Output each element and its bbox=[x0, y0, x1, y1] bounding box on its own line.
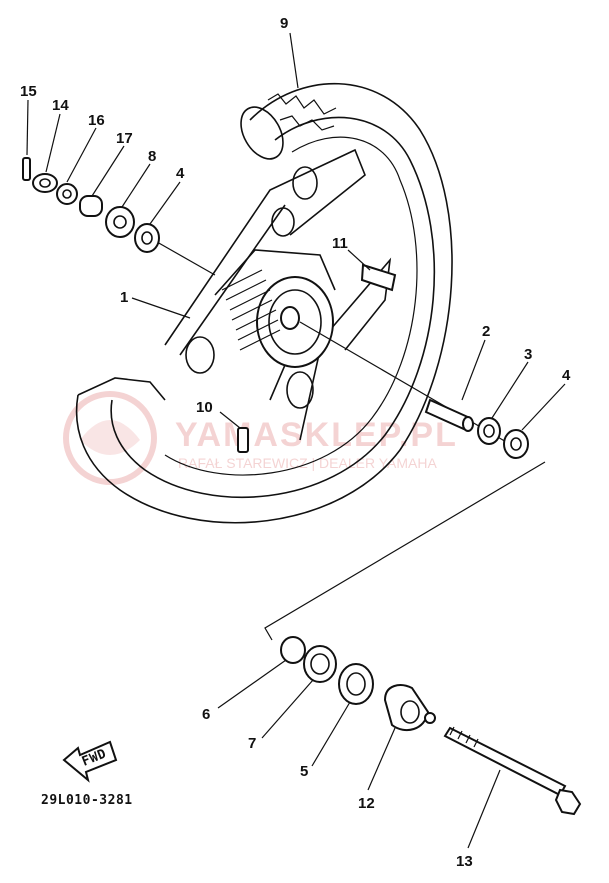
oil-seal-4-right bbox=[503, 429, 529, 459]
axle-13 bbox=[443, 726, 582, 816]
pin-15 bbox=[22, 157, 31, 181]
callout-1: 1 bbox=[120, 289, 128, 306]
diagram-code: 29L010-3281 bbox=[41, 793, 133, 808]
nut-14 bbox=[32, 173, 58, 193]
callout-10: 10 bbox=[196, 399, 213, 416]
watermark-brand: YAMASKLEP.PL bbox=[175, 416, 458, 454]
callout-2: 2 bbox=[482, 323, 490, 340]
gear-unit-12 bbox=[383, 684, 436, 732]
watermark: YAMASKLEP.PL RAFAŁ STAREWICZ | DEALER YA… bbox=[63, 391, 458, 485]
callout-lines bbox=[26, 32, 566, 849]
callout-8: 8 bbox=[148, 148, 156, 165]
tire bbox=[75, 82, 453, 524]
left-axle-line bbox=[149, 237, 216, 276]
collar-17 bbox=[79, 195, 103, 217]
bearing-8 bbox=[105, 206, 135, 238]
valve-10 bbox=[237, 427, 249, 453]
callout-6: 6 bbox=[202, 706, 210, 723]
watermark-tagline: RAFAŁ STAREWICZ | DEALER YAMAHA bbox=[178, 455, 437, 471]
washer-16 bbox=[56, 183, 78, 205]
callout-9: 9 bbox=[280, 15, 288, 32]
callout-16: 16 bbox=[88, 112, 105, 129]
collar-2 bbox=[424, 398, 474, 432]
callout-4-left: 4 bbox=[176, 165, 185, 182]
callout-5: 5 bbox=[300, 763, 308, 780]
callout-3: 3 bbox=[524, 346, 532, 363]
callout-12: 12 bbox=[358, 795, 375, 812]
circlip-6 bbox=[280, 636, 306, 664]
callout-13: 13 bbox=[456, 853, 473, 870]
assembly-connector-line bbox=[264, 461, 546, 641]
fwd-direction-badge: FWD bbox=[62, 740, 118, 783]
oil-seal-7 bbox=[303, 645, 337, 683]
callout-4-right: 4 bbox=[562, 367, 571, 384]
callout-7: 7 bbox=[248, 735, 256, 752]
gear-holder-11 bbox=[360, 263, 397, 292]
callout-14: 14 bbox=[52, 97, 69, 114]
callout-17: 17 bbox=[116, 130, 133, 147]
wheel-rim bbox=[164, 148, 392, 441]
bearing-5 bbox=[338, 663, 374, 705]
bearing-3 bbox=[477, 417, 501, 445]
oil-seal-4-left bbox=[134, 223, 160, 253]
callout-11: 11 bbox=[332, 235, 348, 252]
callout-numbers: 9 15 14 16 17 8 4 11 1 2 3 4 10 6 7 5 12… bbox=[20, 15, 571, 870]
callout-15: 15 bbox=[20, 83, 37, 100]
